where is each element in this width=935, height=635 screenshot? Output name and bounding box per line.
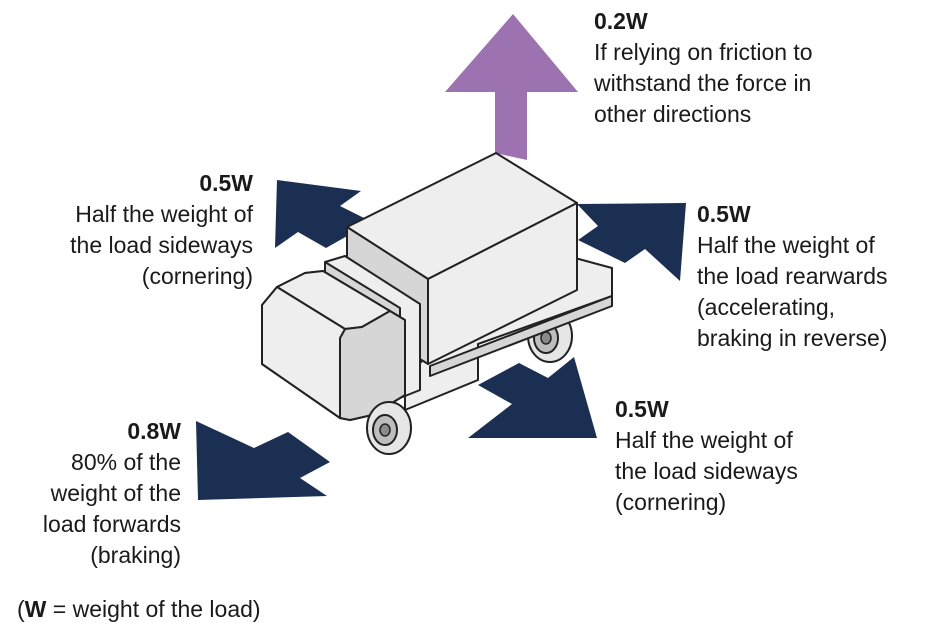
sideways-right-description: Half the weight of the load sideways (co… xyxy=(615,427,798,515)
truck-cab xyxy=(261,270,406,421)
label-sideways-force-left: 0.5W Half the weight of the load sideway… xyxy=(70,168,253,292)
footnote-symbol: W xyxy=(24,596,47,622)
arrow-up-icon xyxy=(445,14,578,160)
truck-illustration xyxy=(261,152,613,455)
arrows xyxy=(196,14,686,500)
footnote-open: ( xyxy=(17,596,25,622)
truck-bed-side xyxy=(429,295,613,377)
label-upward-force: 0.2W If relying on friction to withstand… xyxy=(594,6,813,130)
arrow-rearward-icon xyxy=(577,203,686,281)
front-wheel-icon xyxy=(366,401,412,455)
forward-force-description: 80% of the weight of the load forwards (… xyxy=(42,449,181,568)
forward-force-value: 0.8W xyxy=(127,418,181,444)
footnote-text: = weight of the load) xyxy=(46,596,261,622)
label-rearward-force: 0.5W Half the weight of the load rearwar… xyxy=(697,199,888,354)
upward-force-value: 0.2W xyxy=(594,8,648,34)
legend-footnote: (W = weight of the load) xyxy=(17,594,261,624)
sideways-right-value: 0.5W xyxy=(615,396,669,422)
arrow-right-sideways-icon xyxy=(468,357,597,438)
arrow-forward-icon xyxy=(196,421,330,500)
label-forward-force: 0.8W 80% of the weight of the load forwa… xyxy=(43,416,181,571)
rearward-force-value: 0.5W xyxy=(697,201,751,227)
label-sideways-force-right: 0.5W Half the weight of the load sideway… xyxy=(615,394,798,518)
sideways-left-description: Half the weight of the load sideways (co… xyxy=(70,201,253,289)
upward-force-description: If relying on friction to withstand the … xyxy=(594,39,813,127)
rearward-force-description: Half the weight of the load rearwards (a… xyxy=(697,232,888,351)
sideways-left-value: 0.5W xyxy=(199,170,253,196)
